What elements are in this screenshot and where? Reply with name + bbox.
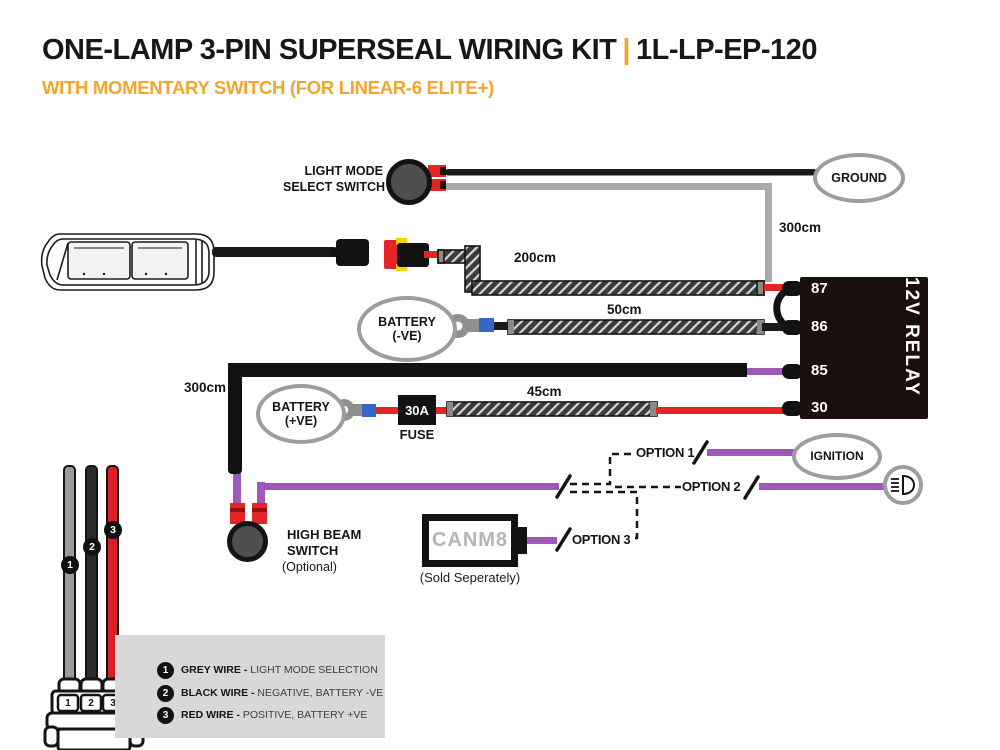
wire-break-slashes xyxy=(555,440,760,552)
high-beam-purple-right-v xyxy=(257,482,265,506)
relay-title: 12V RELAY xyxy=(901,277,922,397)
lamp-plug xyxy=(336,239,369,266)
relay-pin-85: 85 xyxy=(811,362,828,379)
plug-pin-1: 1 xyxy=(65,697,71,709)
high-beam-switch-label: HIGH BEAM SWITCH (Optional) xyxy=(282,527,362,574)
title-code: 1L-LP-EP-120 xyxy=(636,34,817,66)
wire-tag-2: 2 xyxy=(83,538,101,556)
wire-tag-1: 1 xyxy=(61,556,79,574)
relay-87-red-stub xyxy=(764,284,788,291)
lamp-wire-length-label: 200cm xyxy=(514,250,557,265)
high-beam-black-wire-h xyxy=(228,363,747,377)
pos-wire-length-label: 45cm xyxy=(527,384,562,399)
page-subtitle: WITH MOMENTARY SWITCH (FOR LINEAR-6 ELIT… xyxy=(42,77,494,98)
switch-grey-wire-h xyxy=(445,183,772,190)
high-beam-optional-note: (Optional) xyxy=(282,559,337,574)
high-beam-crimp-2 xyxy=(252,503,267,524)
wire-tag-3: 3 xyxy=(104,521,122,539)
light-mode-switch-label: LIGHT MODE SELECT SWITCH xyxy=(283,164,386,194)
switch-grey-wire-v xyxy=(765,183,772,282)
option2-purple-wire xyxy=(759,483,885,490)
plug-pin-2: 2 xyxy=(88,697,94,709)
superseal-connector xyxy=(384,238,440,271)
canm8-box: CANM8 xyxy=(422,514,518,567)
light-mode-switch-button xyxy=(386,159,432,205)
canm8-note: (Sold Seperately) xyxy=(419,570,521,585)
wire-legend: 1 GREY WIRE - LIGHT MODE SELECTION 2 BLA… xyxy=(115,635,385,738)
linear6-lamp xyxy=(40,233,215,291)
relay-pin-86: 86 xyxy=(811,318,828,335)
battery-positive-terminal: BATTERY (+VE) xyxy=(256,384,346,444)
battery-negative-terminal: BATTERY (-VE) xyxy=(357,296,457,362)
lamp-braided-wire-200cm xyxy=(437,245,765,296)
relay-pin-bumps xyxy=(782,281,803,416)
high-beam-wire-length-label: 300cm xyxy=(184,380,227,395)
fuse-label: FUSE xyxy=(399,427,435,442)
fuse-box: 30A xyxy=(398,395,436,425)
neg-wire-length-label: 50cm xyxy=(607,302,642,317)
title-main: ONE-LAMP 3-PIN SUPERSEAL WIRING KIT xyxy=(42,34,617,66)
relay-box: 87 86 85 30 12V RELAY xyxy=(800,277,928,419)
option1-purple-wire xyxy=(707,449,794,456)
lamp-cable xyxy=(212,247,338,257)
option3-purple-wire xyxy=(527,537,557,544)
option1-label: OPTION 1 xyxy=(636,445,695,460)
option-dashed-routing xyxy=(570,452,681,540)
switch-wire-length-label: 300cm xyxy=(779,220,822,235)
page-title: ONE-LAMP 3-PIN SUPERSEAL WIRING KIT|1L-L… xyxy=(42,34,817,67)
option3-label: OPTION 3 xyxy=(572,532,631,547)
title-divider: | xyxy=(622,34,630,66)
relay-pin-30: 30 xyxy=(811,399,828,416)
ignition-terminal: IGNITION xyxy=(792,433,882,480)
high-beam-black-wire-v xyxy=(228,363,242,474)
relay-85-purple-stub xyxy=(745,368,787,375)
high-beam-purple-right-h xyxy=(258,483,559,490)
relay-pin-87: 87 xyxy=(811,280,828,297)
plug-pin-3: 3 xyxy=(110,697,116,709)
legend-row-red: 3 RED WIRE - POSITIVE, BATTERY +VE xyxy=(157,706,367,724)
switch-ground-wire xyxy=(445,169,817,176)
battery-neg-run-50cm xyxy=(446,314,788,338)
canm8-tab xyxy=(516,527,527,554)
high-beam-switch-button xyxy=(227,521,268,562)
ground-terminal: GROUND xyxy=(813,153,905,203)
option2-label: OPTION 2 xyxy=(682,479,741,494)
legend-row-grey: 1 GREY WIRE - LIGHT MODE SELECTION xyxy=(157,661,378,679)
loom-wires xyxy=(63,465,119,685)
high-beam-purple-left xyxy=(233,468,241,506)
legend-row-black: 2 BLACK WIRE - NEGATIVE, BATTERY -VE xyxy=(157,684,383,702)
high-beam-indicator-icon xyxy=(883,465,923,505)
